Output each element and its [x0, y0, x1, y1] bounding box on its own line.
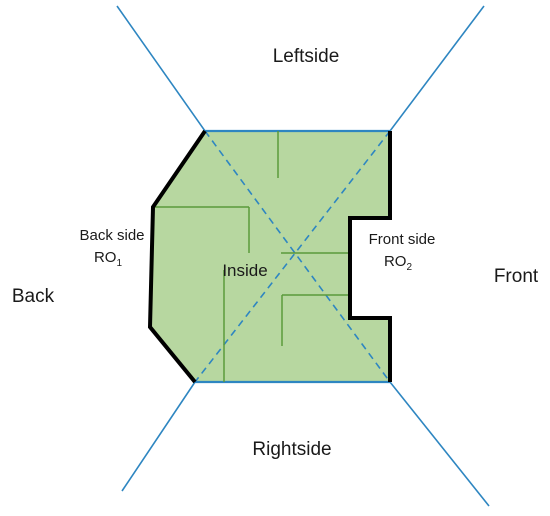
label-front: Front — [494, 266, 539, 287]
boundary-line-top-right — [389, 5, 485, 132]
diagonal-dashed-2 — [194, 130, 391, 383]
label-back-side: Back side — [79, 227, 144, 244]
back-ro-subscript: 1 — [116, 258, 122, 269]
label-leftside: Leftside — [273, 46, 340, 67]
diagonal-dashed-1 — [204, 130, 391, 383]
label-rightside: Rightside — [252, 439, 331, 460]
front-side-outline — [348, 131, 392, 382]
label-back-ro: RO1 — [94, 249, 123, 269]
interior-partitions — [153, 131, 350, 382]
back-ro-text: RO — [94, 249, 117, 266]
label-front-ro: RO2 — [384, 253, 413, 273]
back-side-outline — [147, 129, 207, 384]
label-back: Back — [12, 286, 55, 307]
front-ro-subscript: 2 — [406, 262, 412, 273]
boundary-line-bottom-left — [121, 381, 196, 492]
boundary-line-top-left — [116, 5, 206, 132]
front-ro-text: RO — [384, 253, 407, 270]
label-front-side: Front side — [369, 231, 436, 248]
object-shape — [150, 131, 390, 382]
boundary-line-bottom-right — [389, 381, 490, 507]
label-inside: Inside — [222, 261, 267, 280]
